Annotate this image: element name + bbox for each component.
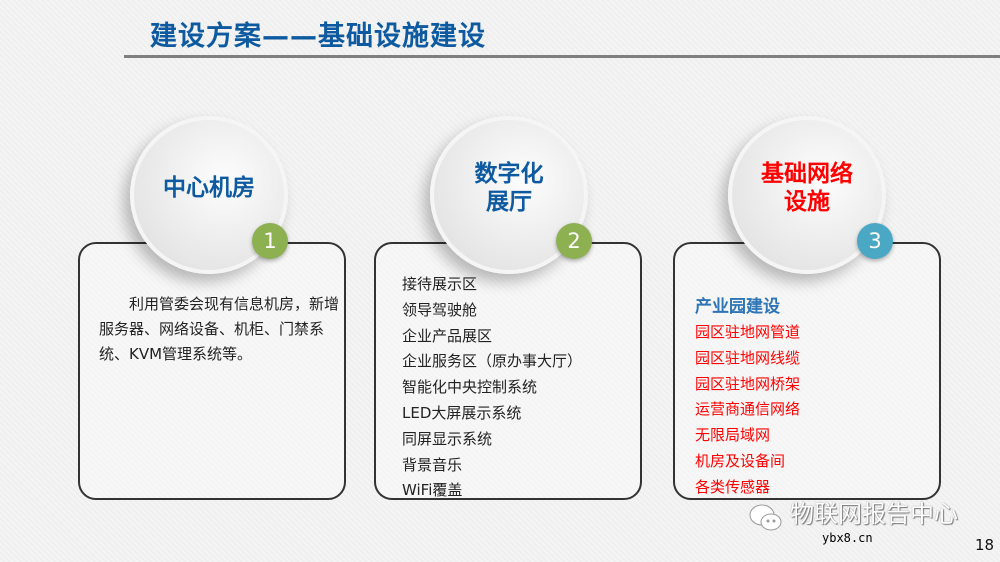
list-item: 运营商通信网络: [695, 400, 801, 419]
badge-3: 3: [857, 223, 893, 259]
circle-label: 数字化展厅: [474, 161, 544, 215]
card-data-center: [78, 242, 346, 500]
data-center-description: 利用管委会现有信息机房，新增服务器、网络设备、机柜、门禁系统、KVM管理系统等。: [99, 295, 340, 363]
list-item: 无限局域网: [695, 426, 771, 445]
badge-2: 2: [556, 223, 592, 259]
list-item: 园区驻地网线缆: [695, 348, 801, 367]
list-item: 机房及设备间: [695, 451, 786, 470]
digital-hall-list: 接待展示区 领导驾驶舱 企业产品展区 企业服务区（原办事大厅） 智能化中央控制系…: [402, 272, 582, 504]
list-item: 背景音乐: [402, 455, 463, 474]
watermark-url: ybx8.cn: [822, 531, 873, 545]
network-list: 产业园建设 园区驻地网管道 园区驻地网线缆 园区驻地网桥架 运营商通信网络 无限…: [695, 294, 800, 501]
list-item: WiFi覆盖: [402, 481, 463, 500]
badge-1: 1: [252, 223, 288, 259]
list-item: LED大屏展示系统: [402, 403, 522, 422]
list-item: 各类传感器: [695, 477, 771, 496]
list-item: 园区驻地网管道: [695, 323, 801, 341]
card-network-infrastructure: [673, 242, 941, 500]
page-title: 建设方案——基础设施建设: [150, 21, 486, 52]
circle-label: 基础网络设施: [761, 161, 853, 215]
list-item: 企业服务区（原办事大厅）: [402, 352, 583, 371]
circle-network-infrastructure: 基础网络设施: [728, 116, 886, 274]
network-list-heading: 产业园建设: [695, 297, 780, 317]
wechat-icon: [749, 504, 782, 531]
list-item: 同屏显示系统: [402, 429, 493, 448]
list-item: 接待展示区: [402, 275, 478, 293]
list-item: 智能化中央控制系统: [402, 378, 538, 397]
list-item: 领导驾驶舱: [402, 300, 478, 319]
list-item: 园区驻地网桥架: [695, 374, 801, 393]
circle-label: 中心机房: [163, 175, 255, 201]
watermark: 物联网报告中心: [790, 500, 958, 528]
title-divider: [124, 55, 1000, 58]
list-item: 企业产品展区: [402, 326, 493, 345]
card-digital-hall: [374, 242, 642, 500]
page-number: 18: [975, 536, 995, 554]
